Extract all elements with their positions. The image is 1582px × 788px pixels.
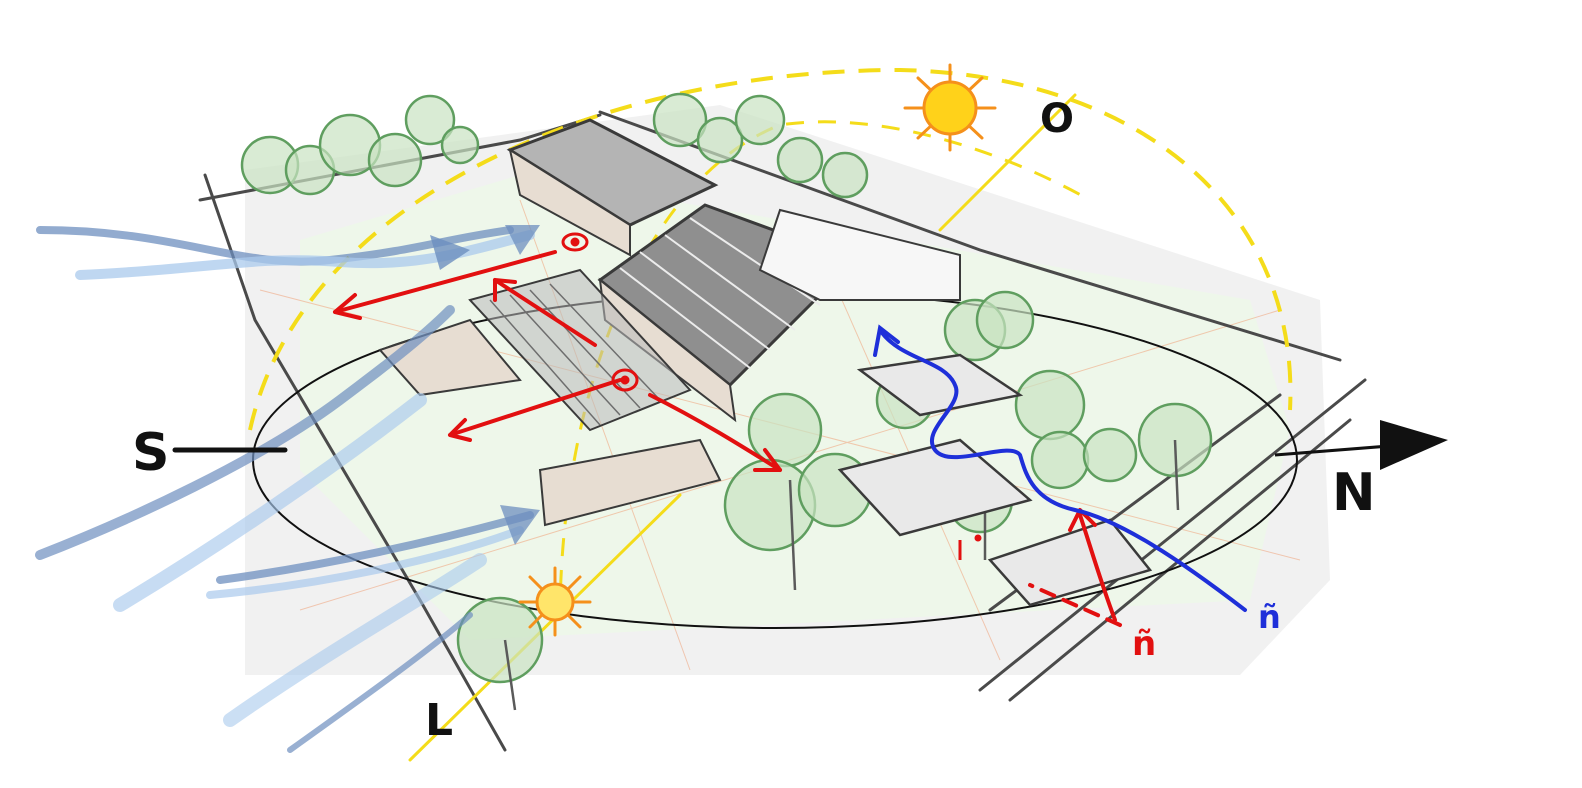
vegetation: [240, 92, 1213, 684]
east-label: L: [425, 695, 453, 746]
sun-icon: [903, 63, 997, 152]
sun-path-arc: [248, 67, 1293, 431]
south-label: S: [132, 423, 169, 483]
person-label-blue: ñ: [1258, 598, 1281, 636]
north-arrow-icon: [1274, 420, 1448, 470]
building: [378, 118, 961, 527]
person-label-red: ñ: [1132, 624, 1156, 664]
pergola: [468, 268, 692, 432]
upper-wall: [508, 147, 631, 257]
sun-icon: [518, 566, 592, 637]
east-wing: [758, 208, 961, 301]
wind-flows: [35, 225, 540, 753]
eye-icon: [561, 232, 639, 392]
garden-platforms: [837, 353, 1153, 607]
sun-path-inner-arc: [558, 120, 1091, 621]
north-label: N: [1332, 463, 1376, 523]
access-path: [878, 328, 1247, 612]
lower-wall: [538, 438, 722, 527]
west-label: O: [1040, 96, 1074, 142]
east-west-axis: [408, 93, 1077, 762]
person-icon: [958, 534, 982, 560]
tree-trunks: [503, 439, 1180, 711]
site-base: [245, 105, 1330, 675]
